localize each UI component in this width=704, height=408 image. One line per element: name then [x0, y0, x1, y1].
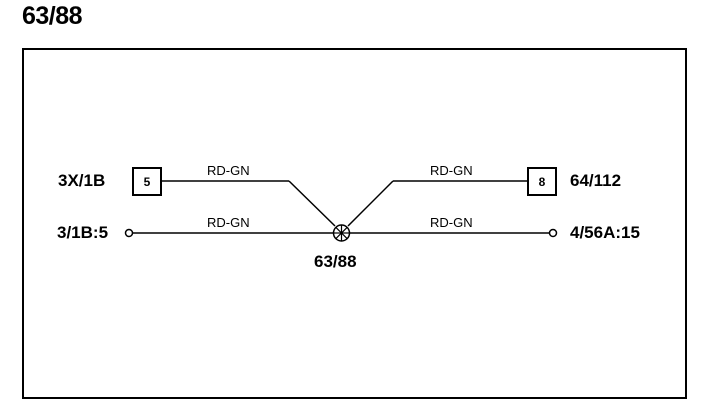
pin-box-left: 5	[132, 167, 162, 196]
splice-label: 63/88	[314, 252, 357, 271]
wire-label-upper-left: RD-GN	[207, 163, 250, 178]
terminal-left	[124, 228, 134, 238]
wire-upper-left-diagonal	[288, 180, 336, 227]
connector-label-left-bottom: 3/1B:5	[57, 223, 109, 242]
wire-upper-right-diagonal	[347, 180, 394, 227]
terminal-right	[548, 228, 558, 238]
connector-label-right-top: 64/112	[570, 171, 622, 190]
page-title: 63/88	[22, 2, 83, 30]
wire-label-upper-right: RD-GN	[430, 163, 473, 178]
diagram-frame	[22, 48, 687, 399]
splice-icon	[332, 224, 351, 242]
pin-box-right: 8	[527, 167, 557, 196]
wire-label-lower-left: RD-GN	[207, 215, 250, 230]
connector-label-left-top: 3X/1B	[58, 171, 106, 190]
connector-label-right-bottom: 4/56A:15	[570, 223, 640, 242]
wire-label-lower-right: RD-GN	[430, 215, 473, 230]
